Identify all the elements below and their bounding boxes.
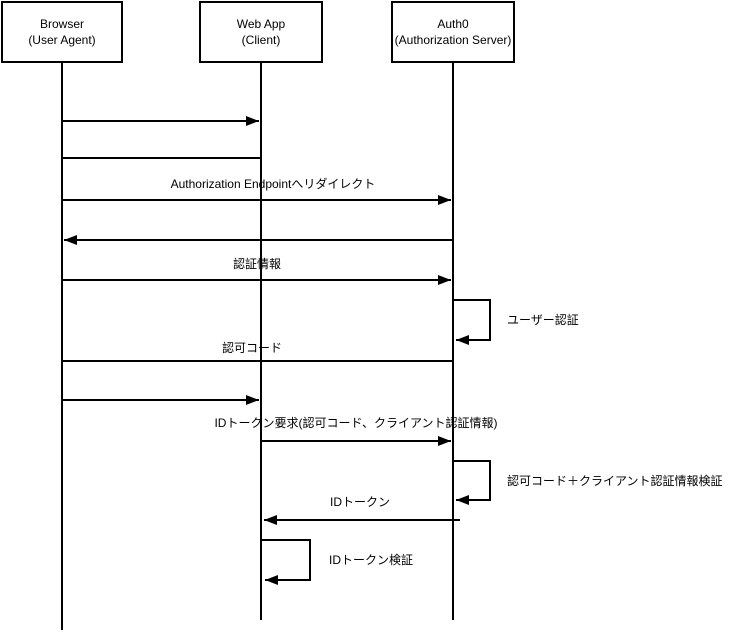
message-5-label: 認証情報 [233, 256, 281, 271]
actor-web-app-role: (Client) [242, 33, 281, 47]
message-3-label: Authorization Endpointへリダイレクト [171, 176, 376, 191]
message-7-label: 認可コード [222, 340, 282, 355]
actor-browser-name: Browser [40, 17, 84, 31]
message-10-selfloop [454, 460, 491, 505]
actor-auth0: Auth0 (Authorization Server) [391, 1, 515, 63]
actor-browser: Browser (User Agent) [1, 1, 123, 63]
actor-web-app-name: Web App [237, 17, 286, 31]
message-11-label: IDトークン [330, 495, 390, 509]
message-9-label: IDトークン要求(認可コード、クライアント認証情報) [214, 415, 497, 430]
message-6-label: ユーザー認証 [507, 312, 579, 327]
message-12-selfloop [262, 539, 311, 585]
actor-auth0-role: (Authorization Server) [395, 33, 512, 47]
message-12-label: IDトークン検証 [329, 553, 413, 567]
message-6-selfloop [454, 299, 491, 345]
actor-web-app-box [199, 1, 323, 63]
actor-web-app: Web App (Client) [199, 1, 323, 63]
message-10-label: 認可コード＋クライアント認証情報検証 [507, 473, 723, 488]
actor-browser-role: (User Agent) [28, 33, 95, 47]
actor-browser-box [1, 1, 123, 63]
actor-auth0-box [391, 1, 515, 63]
actor-auth0-name: Auth0 [437, 17, 469, 31]
